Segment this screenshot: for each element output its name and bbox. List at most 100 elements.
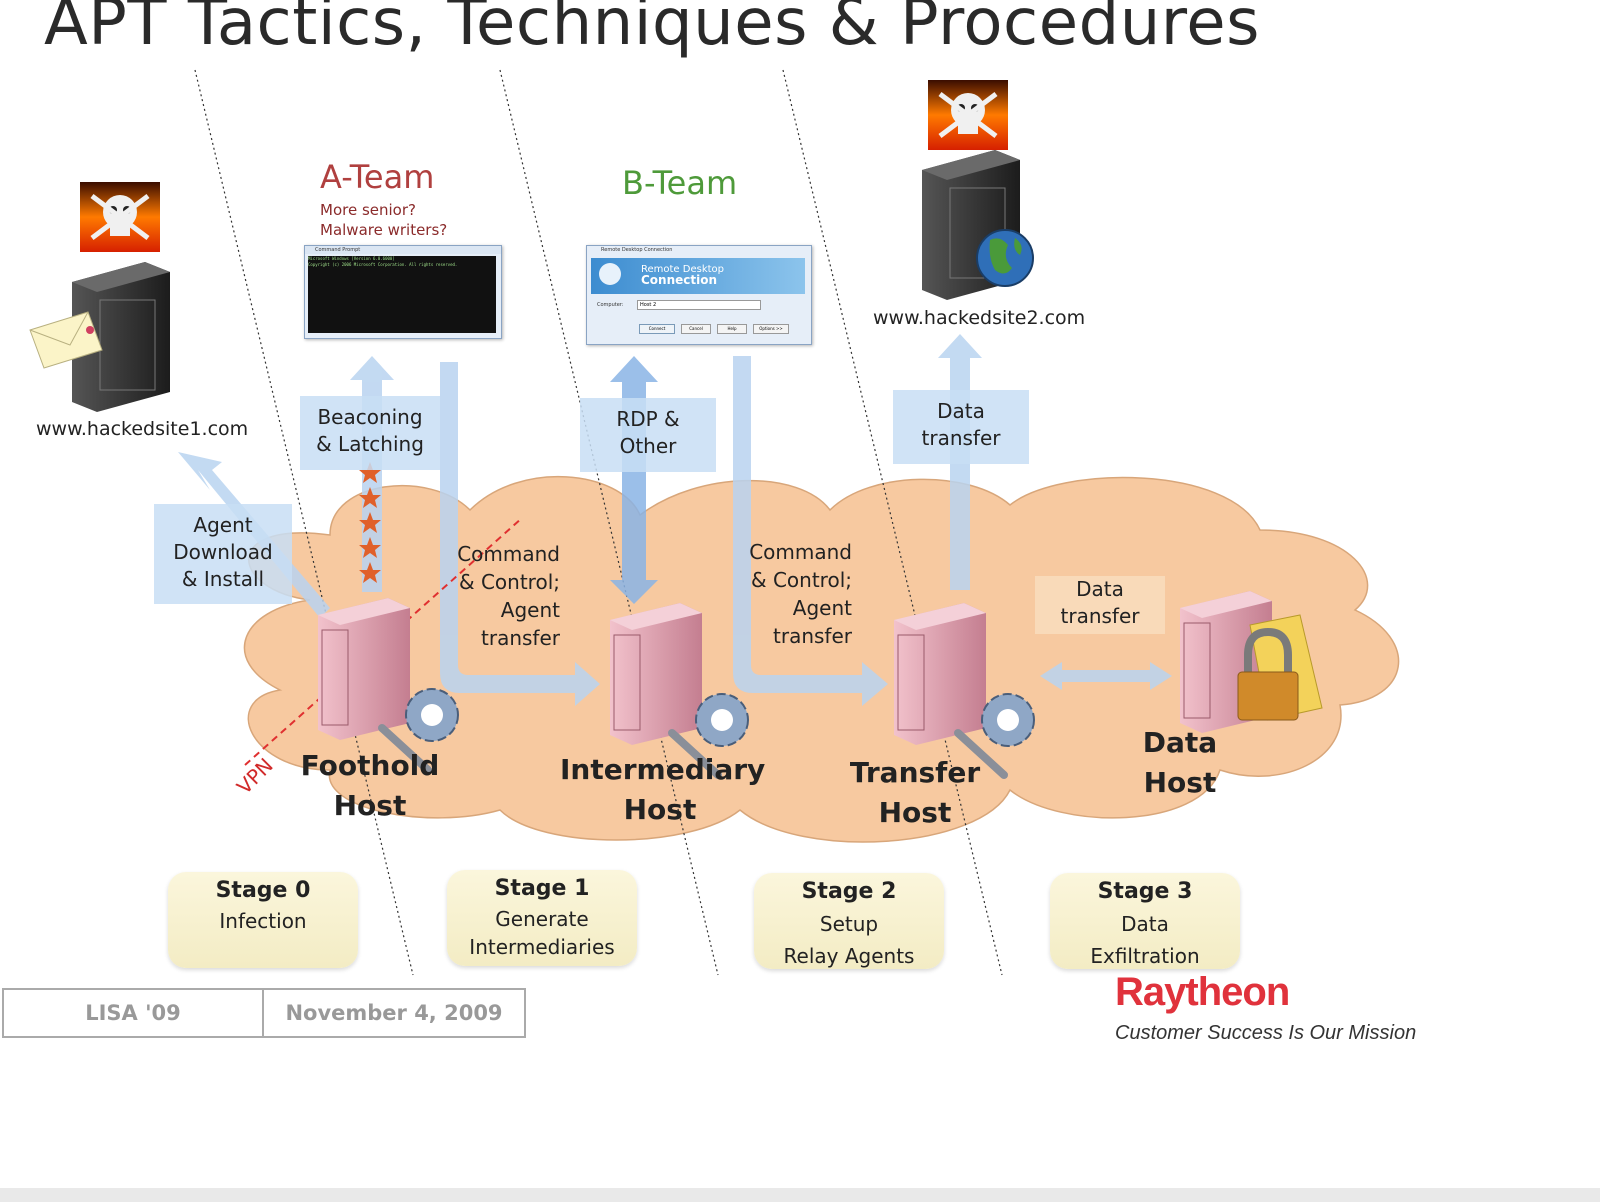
- data-transfer-up-line-1: Data: [937, 399, 985, 423]
- stage-2-line-2: Relay Agents: [783, 944, 915, 968]
- skull-fire-icon-1: [80, 182, 160, 252]
- footer-date: November 4, 2009: [262, 988, 526, 1038]
- email-envelope-icon: [29, 311, 103, 369]
- intermediary-host-line-2: Host: [623, 793, 697, 826]
- agent-download-label: Agent Download & Install: [154, 504, 292, 604]
- lock-folder-icon: [1237, 614, 1323, 721]
- page-title: APT Tactics, Techniques & Procedures: [44, 0, 1260, 60]
- transfer-server: [894, 603, 986, 745]
- cc2-line-2: & Control;: [751, 568, 852, 592]
- a-team-label: A-Team: [320, 158, 435, 196]
- transfer-host-line-1: Transfer: [849, 756, 981, 789]
- stage-0-box: Stage 0 Infection: [168, 872, 358, 968]
- intermediary-host-label: Intermediary Host: [560, 750, 766, 830]
- rdp-connect-button[interactable]: Connect: [639, 324, 675, 334]
- beaconing-line-2: & Latching: [316, 432, 424, 456]
- stage-0-heading: Stage 0: [215, 878, 311, 903]
- command-prompt-window: Command Prompt Microsoft Windows [Versio…: [304, 245, 502, 339]
- network-cloud: [243, 475, 1400, 843]
- intermediary-server: [610, 603, 702, 745]
- cmd-line-2: Copyright (c) 2006 Microsoft Corporation…: [308, 262, 458, 267]
- command-control-arrow-2: [733, 356, 888, 706]
- gear-wrench-icon-2: [668, 693, 749, 779]
- cmd-window-title: Command Prompt: [305, 246, 501, 254]
- gear-wrench-icon-3: [954, 693, 1035, 779]
- rdp-monitor-icon: [599, 263, 621, 285]
- data-transfer-up-line-2: transfer: [921, 426, 1001, 450]
- data-transfer-mid-line-2: transfer: [1060, 604, 1140, 628]
- hacked-server-1: [72, 262, 170, 412]
- cc2-line-1: Command: [749, 540, 852, 564]
- cmd-line-1: Microsoft Windows [Version 6.0.6000]: [308, 256, 395, 261]
- rdp-computer-label: Computer:: [597, 302, 624, 308]
- data-transfer-mid-label: Data transfer: [1035, 576, 1165, 634]
- foothold-host-line-1: Foothold: [300, 749, 440, 782]
- beacon-stars: [359, 462, 381, 583]
- rdp-banner-line-1: Remote Desktop: [641, 264, 725, 275]
- cc1-line-3: Agent: [500, 598, 560, 622]
- cc1-line-1: Command: [457, 542, 560, 566]
- foothold-host-label: Foothold Host: [300, 746, 440, 826]
- cc2-line-4: transfer: [773, 624, 852, 648]
- data-host-line-2: Host: [1143, 766, 1217, 799]
- cmd-console: Microsoft Windows [Version 6.0.6000] Cop…: [308, 256, 496, 333]
- stage-separators: [194, 69, 1003, 976]
- rdp-help-button[interactable]: Help: [717, 324, 747, 334]
- gear-wrench-icon-1: [378, 688, 459, 774]
- stage-2-body: Setup Relay Agents: [754, 908, 944, 972]
- a-team-note: More senior? Malware writers?: [320, 200, 447, 240]
- raytheon-tagline: Customer Success Is Our Mission: [1115, 1022, 1417, 1044]
- stage-3-heading: Stage 3: [1097, 879, 1193, 904]
- stage-2-box: Stage 2 Setup Relay Agents: [754, 873, 944, 969]
- foothold-host-line-2: Host: [333, 789, 407, 822]
- cc2-line-3: Agent: [792, 596, 852, 620]
- data-host-line-1: Data: [1142, 726, 1218, 759]
- rdp-cancel-button[interactable]: Cancel: [681, 324, 711, 334]
- foothold-server: [318, 598, 410, 740]
- stage-3-line-1: Data: [1121, 912, 1169, 936]
- b-team-label: B-Team: [622, 164, 738, 202]
- globe-icon: [976, 229, 1034, 287]
- raytheon-logo: Raytheon: [1115, 970, 1290, 1014]
- command-control-arrow-1: [440, 362, 600, 706]
- command-control-label-2: Command & Control; Agent transfer: [742, 538, 852, 650]
- stage-2-heading: Stage 2: [801, 879, 897, 904]
- stage-3-box: Stage 3 Data Exfiltration: [1050, 873, 1240, 969]
- intermediary-host-line-1: Intermediary: [560, 753, 766, 786]
- hacked-site-2-label: www.hackedsite2.com: [873, 307, 1086, 329]
- stage-3-line-2: Exfiltration: [1090, 944, 1200, 968]
- stage-1-line-1: Generate: [495, 907, 589, 931]
- a-team-note-line-1: More senior?: [320, 201, 416, 219]
- transfer-host-label: Transfer Host: [845, 753, 985, 833]
- stage-1-heading: Stage 1: [494, 876, 590, 901]
- rdp-banner-line-2: Connection: [641, 273, 718, 287]
- skull-fire-icon-2: [928, 80, 1008, 150]
- footer-event: LISA '09: [2, 988, 264, 1038]
- rdp-label: RDP & Other: [580, 398, 716, 472]
- cc1-line-2: & Control;: [459, 570, 560, 594]
- scan-edge: [0, 1188, 1600, 1202]
- rdp-banner: Remote Desktop Connection: [591, 258, 805, 294]
- rdp-button-row: Connect Cancel Help Options >>: [639, 324, 789, 334]
- remote-desktop-window: Remote Desktop Connection Remote Desktop…: [586, 245, 812, 345]
- data-transfer-up-label: Data transfer: [893, 390, 1029, 464]
- beaconing-line-1: Beaconing: [317, 405, 423, 429]
- agent-download-line-2: Download: [173, 540, 273, 564]
- command-control-label-1: Command & Control; Agent transfer: [450, 540, 560, 652]
- rdp-computer-input[interactable]: Host 2: [637, 300, 761, 310]
- stage-2-line-1: Setup: [819, 912, 879, 936]
- data-transfer-mid-line-1: Data: [1076, 577, 1124, 601]
- rdp-line-1: RDP &: [616, 407, 680, 431]
- agent-download-line-1: Agent: [193, 513, 253, 537]
- agent-download-line-3: & Install: [181, 567, 265, 591]
- data-transfer-horizontal-arrow: [1040, 662, 1172, 690]
- hacked-site-1-label: www.hackedsite1.com: [36, 418, 249, 440]
- data-host-label: Data Host: [1120, 723, 1240, 803]
- a-team-note-line-2: Malware writers?: [320, 221, 448, 239]
- rdp-options-button[interactable]: Options >>: [753, 324, 789, 334]
- cc1-line-4: transfer: [481, 626, 560, 650]
- transfer-host-line-2: Host: [878, 796, 952, 829]
- stage-1-box: Stage 1 Generate Intermediaries: [447, 870, 637, 966]
- rdp-line-2: Other: [619, 434, 677, 458]
